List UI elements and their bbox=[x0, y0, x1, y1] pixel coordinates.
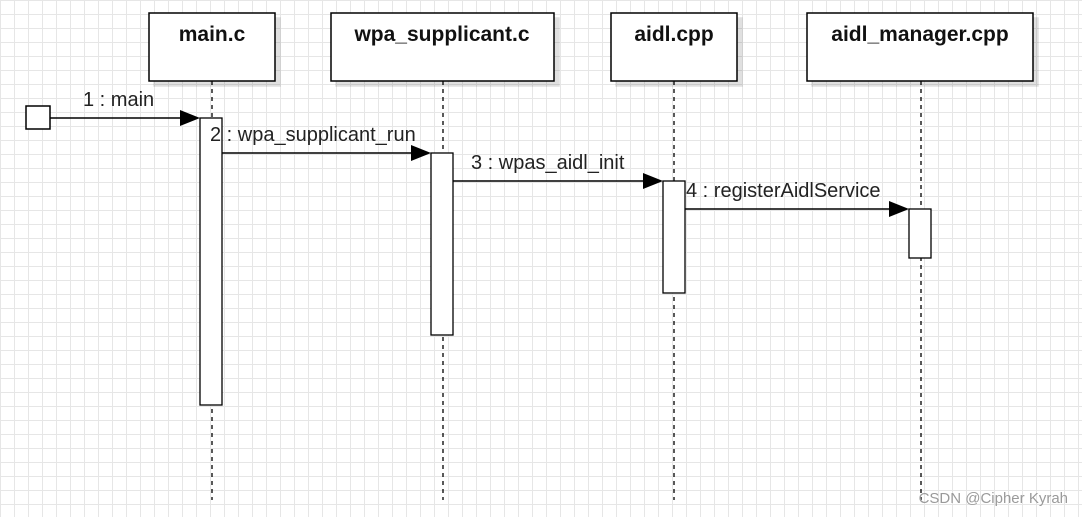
message-2[interactable]: 2 : wpa_supplicant_run bbox=[210, 124, 431, 161]
message-3[interactable]: 3 : wpas_aidl_init bbox=[453, 152, 663, 189]
activation-bar-aidl-manager bbox=[908, 208, 932, 259]
message-4[interactable]: 4 : registerAidlService bbox=[685, 180, 909, 217]
activation-bar-wpa-supplicant bbox=[430, 152, 454, 336]
message-1[interactable]: 1 : main bbox=[50, 89, 200, 126]
participant-aidl-manager[interactable]: aidl_manager.cpp bbox=[806, 12, 1034, 82]
participant-main[interactable]: main.c bbox=[148, 12, 276, 82]
participant-label: main.c bbox=[179, 23, 246, 46]
message-label: 3 : wpas_aidl_init bbox=[471, 152, 625, 174]
activation-bar-aidl bbox=[662, 180, 686, 294]
watermark: CSDN @Cipher Kyrah bbox=[918, 490, 1068, 507]
activation-bar-main bbox=[199, 117, 223, 406]
participant-aidl[interactable]: aidl.cpp bbox=[610, 12, 738, 82]
message-label: 4 : registerAidlService bbox=[686, 180, 881, 202]
message-label: 1 : main bbox=[83, 89, 154, 111]
participant-label: aidl_manager.cpp bbox=[831, 23, 1008, 46]
participant-label: aidl.cpp bbox=[634, 23, 713, 46]
participant-label: wpa_supplicant.c bbox=[353, 23, 529, 46]
message-label: 2 : wpa_supplicant_run bbox=[210, 124, 416, 146]
found-message-start-box[interactable] bbox=[25, 105, 51, 130]
participant-wpa-supplicant[interactable]: wpa_supplicant.c bbox=[330, 12, 555, 82]
